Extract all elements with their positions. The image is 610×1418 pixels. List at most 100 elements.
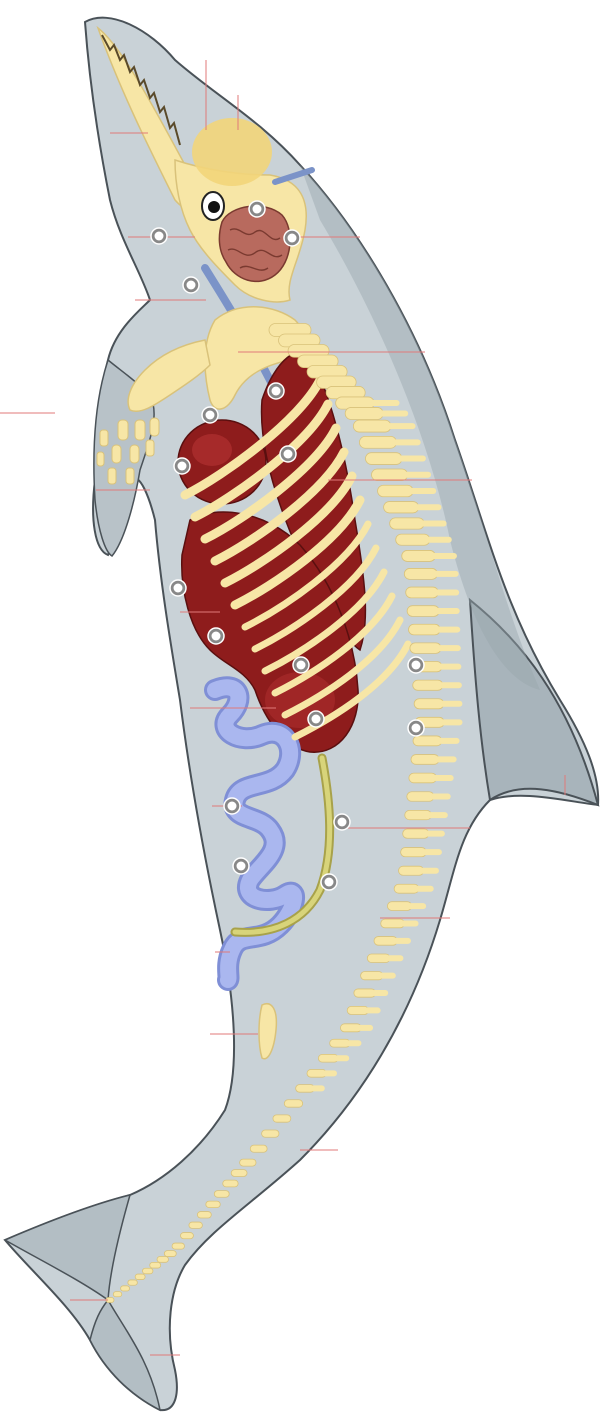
- label-marker-icon[interactable]: [284, 230, 300, 246]
- vertebra: [378, 485, 414, 496]
- label-marker-icon[interactable]: [308, 711, 324, 727]
- vertebral-process: [346, 1040, 361, 1046]
- vertebra: [128, 1280, 137, 1285]
- vertebra: [372, 469, 408, 481]
- vertebra: [384, 502, 419, 513]
- vertebral-process: [409, 488, 436, 494]
- vertebral-process: [439, 682, 462, 688]
- vertebral-process: [393, 439, 421, 445]
- vertebra: [284, 1100, 302, 1107]
- vertebra: [223, 1180, 238, 1187]
- vertebral-process: [372, 990, 389, 996]
- vertebra: [409, 773, 437, 783]
- vertebral-process: [435, 608, 459, 614]
- vertebra: [402, 550, 436, 561]
- vertebral-process: [379, 410, 408, 416]
- vertebral-process: [420, 520, 446, 526]
- vertebral-process: [357, 1025, 373, 1031]
- vertebral-process: [425, 831, 445, 837]
- label-marker-icon[interactable]: [408, 657, 424, 673]
- vertebral-process: [415, 504, 442, 510]
- vertebra: [409, 624, 441, 635]
- vertebral-process: [434, 589, 459, 595]
- vertebra: [206, 1201, 220, 1208]
- vertebral-process: [322, 1070, 337, 1076]
- vertebral-process: [427, 812, 447, 818]
- vertebral-process: [379, 973, 396, 979]
- label-marker-icon[interactable]: [408, 720, 424, 736]
- vertebra: [413, 680, 443, 690]
- vertebra: [214, 1191, 229, 1198]
- vertebral-process: [433, 571, 458, 577]
- vertebral-process: [431, 553, 457, 559]
- vertebra: [231, 1170, 247, 1177]
- melon: [192, 118, 272, 186]
- vertebral-process: [387, 423, 416, 429]
- vertebra: [262, 1130, 279, 1137]
- vertebra: [273, 1115, 291, 1122]
- vertebral-process: [440, 719, 462, 725]
- vertebra: [189, 1222, 202, 1228]
- label-marker-icon[interactable]: [321, 874, 337, 890]
- vertebra: [142, 1268, 152, 1274]
- vertebral-process: [393, 938, 411, 944]
- vertebra: [404, 568, 437, 579]
- label-marker-icon[interactable]: [208, 628, 224, 644]
- vertebra: [121, 1286, 130, 1291]
- vertebral-process: [310, 1085, 324, 1091]
- vertebral-process: [334, 1055, 349, 1061]
- vertebra: [172, 1243, 184, 1249]
- vertebral-process: [386, 955, 403, 961]
- label-marker-icon[interactable]: [249, 201, 265, 217]
- vertebra: [164, 1251, 176, 1257]
- vertebra: [113, 1292, 121, 1297]
- label-marker-icon[interactable]: [224, 798, 240, 814]
- vertebra: [180, 1233, 193, 1239]
- label-marker-icon[interactable]: [334, 814, 350, 830]
- vertebra: [405, 810, 432, 819]
- label-marker-icon[interactable]: [268, 383, 284, 399]
- label-marker-icon[interactable]: [202, 407, 218, 423]
- vertebral-process: [438, 664, 461, 670]
- vertebra: [411, 755, 439, 765]
- vertebra: [407, 606, 439, 617]
- vertebra: [413, 736, 442, 746]
- vertebral-process: [436, 627, 460, 633]
- vertebral-process: [438, 738, 460, 744]
- label-marker-icon[interactable]: [151, 228, 167, 244]
- label-marker-icon[interactable]: [183, 277, 199, 293]
- vertebral-process: [437, 645, 461, 651]
- vertebra: [240, 1159, 256, 1166]
- vertebral-process: [420, 868, 439, 874]
- vertebral-process: [408, 903, 426, 909]
- vertebra: [407, 792, 434, 802]
- vertebral-process: [435, 756, 456, 762]
- vertebral-process: [370, 400, 399, 406]
- vertebral-process: [430, 794, 451, 800]
- vertebra: [365, 453, 402, 465]
- label-marker-icon[interactable]: [293, 657, 309, 673]
- vertebra: [157, 1257, 168, 1263]
- vertebra: [406, 587, 439, 598]
- label-marker-icon[interactable]: [233, 858, 249, 874]
- vertebra: [396, 534, 430, 545]
- vertebral-process: [415, 886, 434, 892]
- vertebra: [359, 436, 396, 448]
- label-marker-icon[interactable]: [280, 446, 296, 462]
- vertebra: [135, 1274, 145, 1279]
- vertebral-process: [400, 920, 418, 926]
- vertebra: [390, 518, 425, 529]
- vertebra: [414, 699, 444, 709]
- label-marker-icon[interactable]: [174, 458, 190, 474]
- vertebral-process: [364, 1007, 380, 1013]
- eye-icon: [202, 192, 224, 220]
- vertebral-process: [404, 472, 431, 478]
- vertebra: [345, 407, 383, 419]
- vertebral-process: [426, 537, 452, 543]
- vertebra: [410, 643, 441, 653]
- label-marker-icon[interactable]: [170, 580, 186, 596]
- vertebral-process: [440, 701, 463, 707]
- vertebral-process: [422, 849, 442, 855]
- vertebral-process: [398, 456, 426, 462]
